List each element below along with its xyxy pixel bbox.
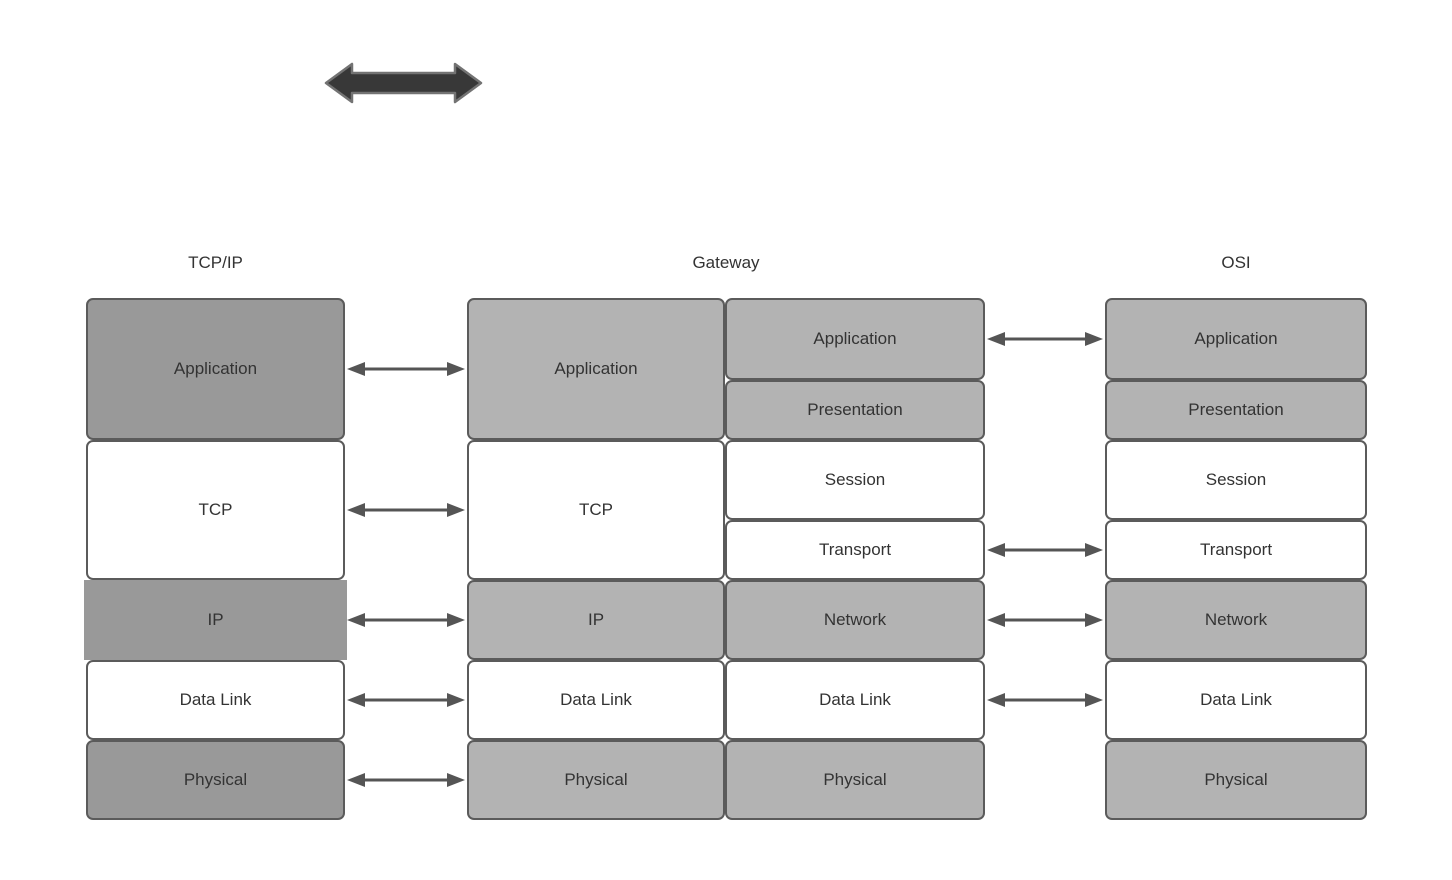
double-arrow-connector-tcpip-gateway-application (347, 362, 465, 376)
thick-double-arrow-icon (324, 62, 483, 104)
layer-label: Data Link (179, 690, 252, 709)
layer-label: Physical (1204, 770, 1268, 789)
layer-box-tcpip-data-link: Data Link (86, 660, 345, 740)
layer-box-gateway-right-network: Network (725, 580, 985, 660)
layer-box-gateway-left-physical: Physical (467, 740, 725, 820)
layer-label: Application (173, 359, 258, 378)
layer-label: Data Link (1200, 690, 1272, 709)
layer-label: Application (1194, 329, 1278, 348)
double-arrow-connector-gateway-osi-data-link (987, 693, 1103, 707)
layer-label: IP (587, 610, 605, 629)
double-arrow-connector-tcpip-gateway-tcp (347, 503, 465, 517)
layer-label: IP (207, 610, 224, 629)
layer-label: TCP (198, 500, 233, 519)
layer-label: Transport (1199, 540, 1273, 559)
layer-box-osi-session: Session (1105, 440, 1367, 520)
column-header-tcpip: TCP/IP (188, 253, 243, 272)
layer-label: Physical (564, 770, 628, 789)
column-header-gateway: Gateway (692, 253, 760, 272)
layer-label: Session (1205, 470, 1267, 489)
layer-label: Presentation (807, 400, 903, 419)
layer-label: Application (554, 359, 638, 378)
layer-box-osi-physical: Physical (1105, 740, 1367, 820)
layer-label: Data Link (560, 690, 632, 709)
layer-box-osi-network: Network (1105, 580, 1367, 660)
column-header-osi: OSI (1221, 253, 1251, 272)
layer-box-gateway-right-physical: Physical (725, 740, 985, 820)
layer-box-tcpip-application: Application (86, 298, 345, 440)
layer-box-osi-application: Application (1105, 298, 1367, 380)
layer-label: Application (813, 329, 897, 348)
layer-label: Network (1204, 610, 1268, 629)
layer-label: Physical (823, 770, 887, 789)
layer-box-gateway-left-ip: IP (467, 580, 725, 660)
double-arrow-connector-tcpip-gateway-physical (347, 773, 465, 787)
layer-label: Physical (183, 770, 248, 789)
layer-box-tcpip-tcp: TCP (86, 440, 345, 580)
double-arrow-connector-gateway-osi-transport (987, 543, 1103, 557)
layer-box-gateway-left-application: Application (467, 298, 725, 440)
double-arrow-connector-gateway-osi-network (987, 613, 1103, 627)
layer-label: TCP (579, 500, 613, 519)
layer-box-tcpip-ip: IP (84, 580, 347, 660)
layer-box-gateway-right-application: Application (725, 298, 985, 380)
double-arrow-connector-gateway-osi-application (987, 332, 1103, 346)
layer-label: Network (823, 610, 887, 629)
layer-box-tcpip-physical: Physical (86, 740, 345, 820)
layer-box-gateway-left-data-link: Data Link (467, 660, 725, 740)
layer-label: Transport (818, 540, 892, 559)
layer-box-gateway-right-session: Session (725, 440, 985, 520)
layer-box-gateway-left-tcp: TCP (467, 440, 725, 580)
layer-box-osi-transport: Transport (1105, 520, 1367, 580)
double-arrow-connector-tcpip-gateway-data-link (347, 693, 465, 707)
layer-label: Presentation (1188, 400, 1284, 419)
layer-box-gateway-right-presentation: Presentation (725, 380, 985, 440)
layer-box-osi-data-link: Data Link (1105, 660, 1367, 740)
layer-box-gateway-right-data-link: Data Link (725, 660, 985, 740)
layer-label: Session (824, 470, 886, 489)
double-arrow-connector-tcpip-gateway-ip (347, 613, 465, 627)
layer-label: Data Link (819, 690, 891, 709)
layer-box-gateway-right-transport: Transport (725, 520, 985, 580)
layer-box-osi-presentation: Presentation (1105, 380, 1367, 440)
